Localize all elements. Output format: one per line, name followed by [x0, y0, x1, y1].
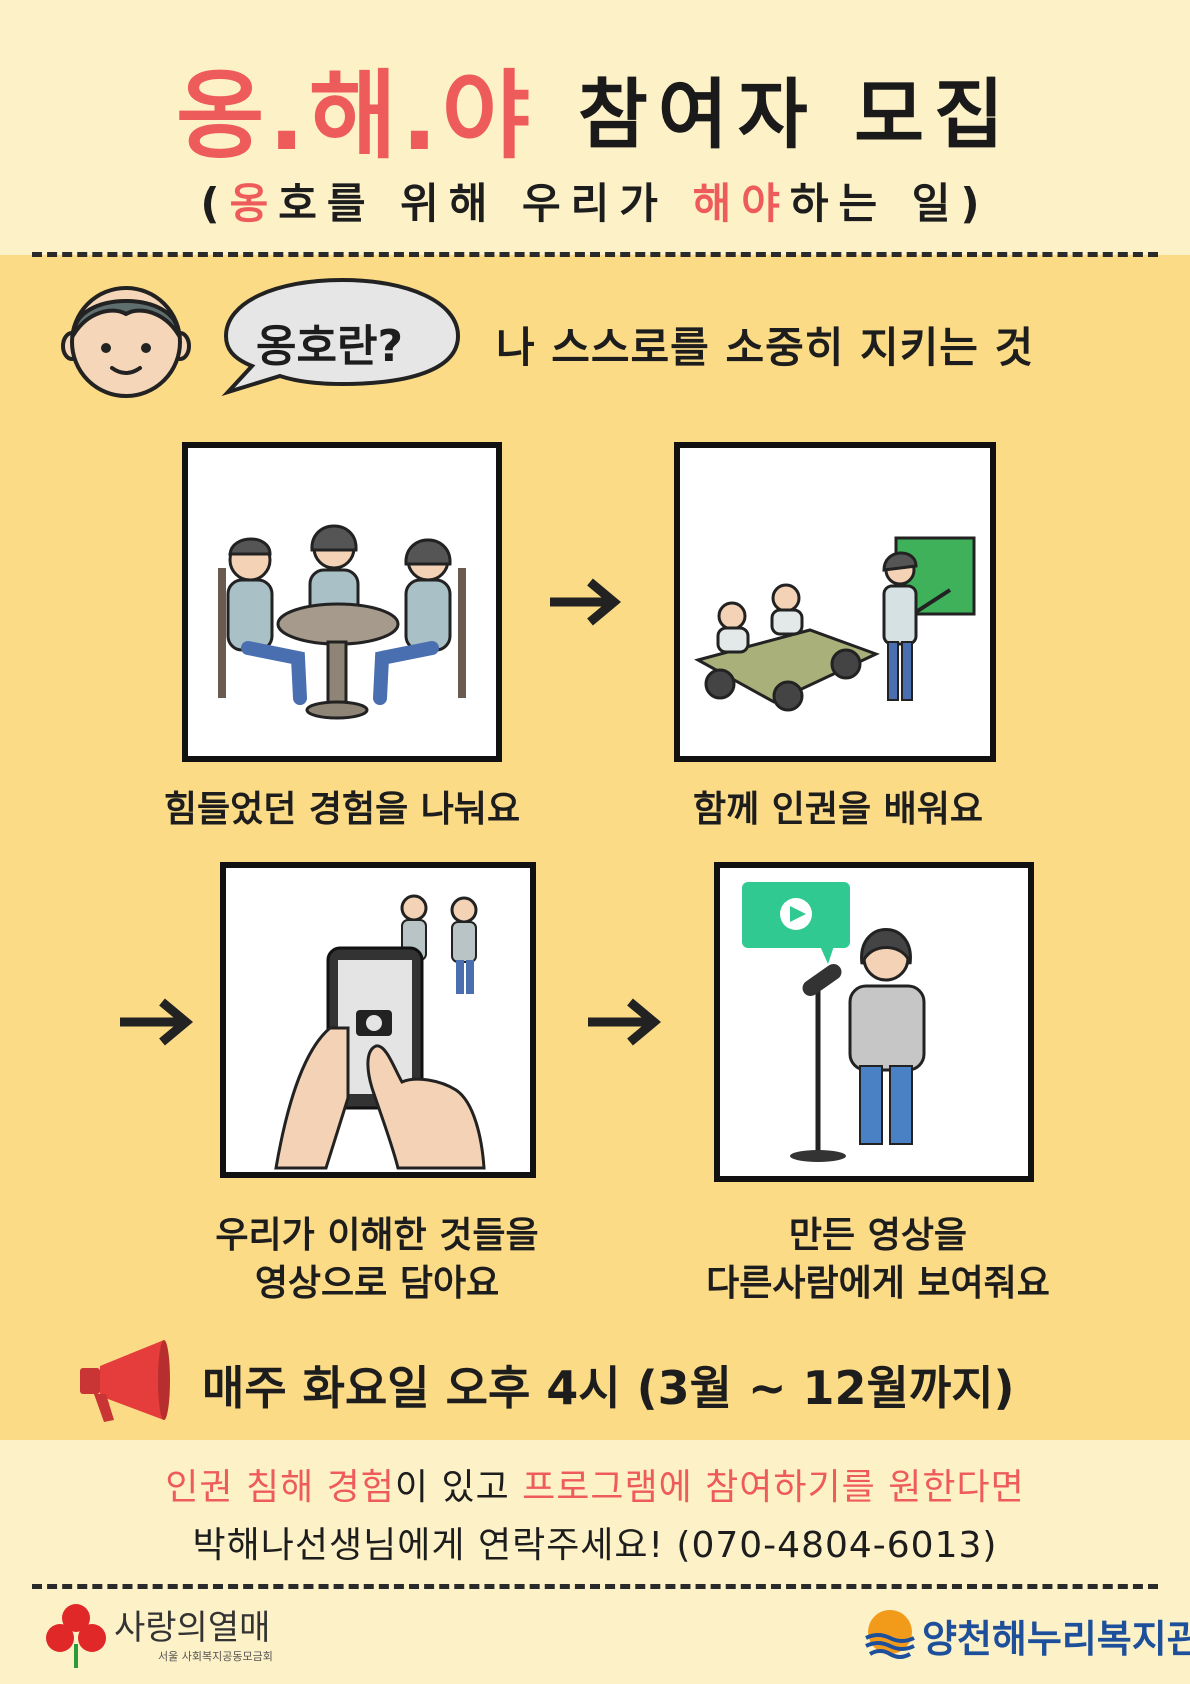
panel-share-video — [714, 862, 1034, 1182]
contact-text: 박해나선생님에게 연락주세요! (070-4804-6013) — [192, 1525, 998, 1566]
group-talk-illustration — [218, 524, 466, 720]
panel-film-video — [220, 862, 536, 1178]
subtitle-text-2: 하는 일 — [789, 179, 961, 228]
eligibility-highlight-2: 프로그램에 참여하기를 원한다면 — [522, 1467, 1025, 1508]
speech-bubble — [221, 277, 461, 397]
step1-caption: 힘들었던 경험을 나눠요 — [163, 789, 521, 830]
step4-caption-line1: 만든 영상을 — [788, 1215, 968, 1256]
eligibility-highlight-1: 인권 침해 경험 — [165, 1467, 395, 1508]
arrow-right-icon — [550, 578, 622, 626]
subtitle-close-paren: ) — [960, 179, 990, 228]
sunrise-logo — [865, 1610, 915, 1659]
divider-top — [32, 252, 1158, 257]
divider-bottom — [32, 1584, 1158, 1589]
subtitle-highlight-1: 옹 — [229, 179, 279, 228]
step3-caption: 우리가 이해한 것들을 영상으로 담아요 — [162, 1212, 592, 1308]
classroom-illustration — [694, 536, 976, 712]
arrow-right-icon — [588, 998, 662, 1046]
eligibility-text: 인권 침해 경험이 있고 프로그램에 참여하기를 원한다면 — [0, 1458, 1190, 1510]
panel-share-experience — [182, 442, 502, 762]
step3-caption-line2: 영상으로 담아요 — [254, 1263, 500, 1304]
panel-learn-rights — [674, 442, 996, 762]
speech-bubble-text: 옹호란? — [256, 321, 403, 372]
love-fruit-logo-name: 사랑의열매 — [114, 1608, 271, 1648]
step3-caption-line1: 우리가 이해한 것들을 — [215, 1215, 539, 1256]
boy-face-icon — [61, 286, 191, 398]
schedule-text: 매주 화요일 오후 4시 (3월 ~ 12월까지) — [202, 1361, 1015, 1415]
presenter-illustration — [742, 882, 926, 1162]
page-title: 옹.해.야 참여자 모집 — [0, 38, 1190, 177]
bottom-band — [0, 1440, 1190, 1684]
subtitle-text-1: 호를 위해 우리가 — [278, 179, 693, 228]
love-fruit-logo — [46, 1604, 106, 1668]
title-program-name: 옹.해.야 — [176, 60, 534, 172]
step4-caption: 만든 영상을 다른사람에게 보여줘요 — [662, 1212, 1094, 1308]
header-band — [0, 0, 1190, 255]
page-subtitle: (옹호를 위해 우리가 해야하는 일) — [0, 170, 1190, 231]
megaphone-icon — [80, 1340, 170, 1422]
haenuri-logo-name: 양천해누리복지관 — [922, 1617, 1190, 1661]
arrow-right-icon — [120, 998, 194, 1046]
filming-illustration — [274, 894, 486, 1170]
subtitle-open-paren: ( — [200, 179, 230, 228]
step4-caption-line2: 다른사람에게 보여줘요 — [706, 1263, 1050, 1304]
love-fruit-logo-sub: 서울 사회복지공동모금회 — [158, 1650, 273, 1663]
subtitle-highlight-2: 해야 — [692, 179, 790, 228]
play-icon — [790, 906, 806, 922]
definition-text: 나 스스로를 소중히 지키는 것 — [496, 323, 1035, 372]
title-recruit: 참여자 모집 — [577, 69, 1014, 159]
step2-caption: 함께 인권을 배워요 — [692, 789, 984, 830]
eligibility-connector: 이 있고 — [394, 1467, 523, 1508]
